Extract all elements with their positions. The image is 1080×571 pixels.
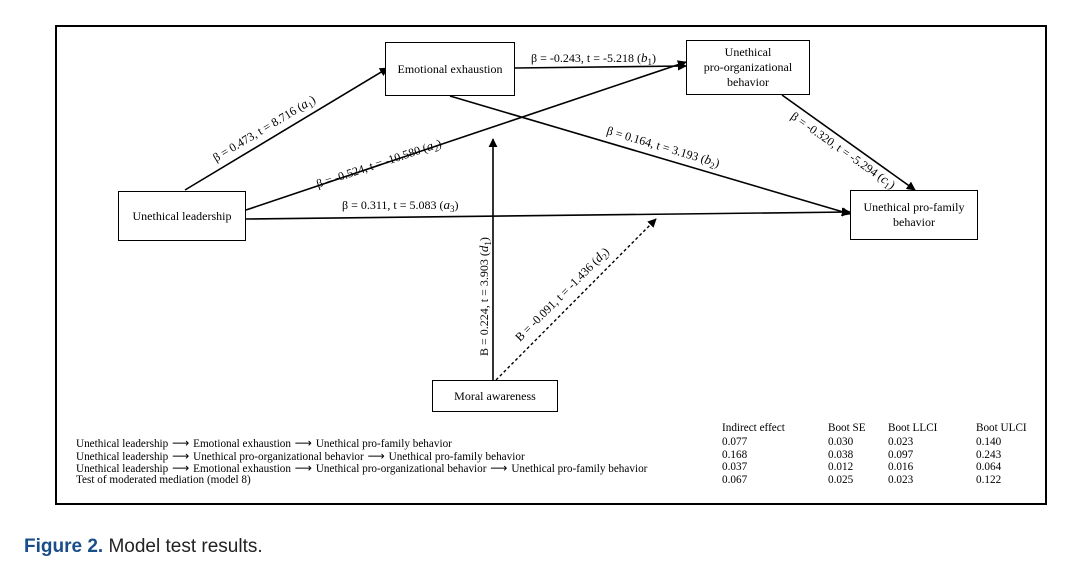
cell-boot-llci: 0.023 [888,436,914,448]
path-diagram: β = 0.473, t = 8.716 (a1) β = -0.524, t … [184,50,916,381]
header-boot-se: Boot SE [828,422,866,434]
path-arrow: ⟶ [290,461,316,475]
caption-label: Figure 2. [24,536,104,557]
cell-boot-ulci: 0.122 [976,473,1002,486]
node-label: Moral awareness [454,388,536,403]
path-arrow: ⟶ [290,436,316,450]
label-a1: β = 0.473, t = 8.716 (a1) [210,91,319,166]
header-boot-ulci: Boot ULCI [976,422,1027,434]
table-row: Unethical leadership ⟶ Emotional exhaust… [76,461,1036,475]
arrow-b2 [449,95,851,217]
node-moral-awareness: Moral awareness [432,380,558,412]
node-emotional-exhaustion: Emotional exhaustion [385,42,515,96]
path-arrow: ⟶ [486,461,512,475]
node-unethical-leadership: Unethical leadership [118,191,246,241]
row-path: Unethical leadership ⟶ Emotional exhaust… [76,461,648,475]
arrow-c1 [781,94,916,191]
label-c1: β = -0.320, t = -5.294 (c1) [787,108,899,193]
path-arrow: ⟶ [168,461,194,475]
row-path: Unethical leadership ⟶ Emotional exhaust… [76,436,452,450]
table-row: Unethical leadership ⟶ Unethical pro-org… [76,449,1036,463]
cell-boot-ulci: 0.064 [976,461,1002,473]
row-path: Unethical leadership ⟶ Unethical pro-org… [76,448,525,463]
cell-boot-llci: 0.016 [888,461,914,473]
path-arrow: ⟶ [363,448,389,463]
cell-boot-se: 0.012 [828,461,854,473]
cell-indirect-effect: 0.168 [722,448,748,461]
cell-indirect-effect: 0.077 [722,436,748,448]
header-indirect-effect: Indirect effect [722,422,785,434]
node-unethical-pro-family-behavior: Unethical pro-family behavior [850,190,978,240]
node-label: Emotional exhaustion [397,61,503,76]
label-d2: B = -0.091, t = -1.436 (d2) [512,244,614,346]
figure-frame [55,25,1047,505]
label-b1: β = -0.243, t = -5.218 (b1) [531,50,656,67]
cell-boot-se: 0.038 [828,448,854,461]
cell-boot-ulci: 0.243 [976,448,1002,461]
cell-indirect-effect: 0.037 [722,461,748,473]
cell-boot-se: 0.025 [828,473,854,486]
node-unethical-pro-organizational-behavior: Unethical pro-organizational behavior [686,40,810,95]
arrow-a3 [245,207,851,220]
cell-boot-llci: 0.097 [888,448,914,461]
arrow-d2 [495,218,657,381]
row-path: Test of moderated mediation (model 8) [76,473,251,486]
path-arrow: ⟶ [168,436,194,450]
node-label: Unethical leadership [132,208,232,223]
node-label: Unethical pro-organizational behavior [703,45,793,89]
cell-boot-se: 0.030 [828,436,854,448]
path-arrow: ⟶ [168,448,194,463]
figure-caption: Figure 2. Model test results. [24,536,263,558]
arrow-a1 [184,67,389,191]
arrow-b1 [514,61,687,71]
table-row: Test of moderated mediation (model 8) 0.0… [76,474,1036,488]
node-label: Unethical pro-family behavior [863,200,965,229]
label-a2: β = -0.524, t = -10.580 (a2) [314,135,444,193]
header-boot-llci: Boot LLCI [888,422,938,434]
caption-text: Model test results. [103,536,263,557]
cell-indirect-effect: 0.067 [722,473,748,486]
cell-boot-llci: 0.023 [888,473,914,486]
label-a3: β = 0.311, t = 5.083 (a3) [342,197,459,214]
label-d1: B = 0.224, t = 3.903 (d1) [476,237,493,356]
cell-boot-ulci: 0.140 [976,436,1002,448]
table-row: Unethical leadership ⟶ Emotional exhaust… [76,436,1036,450]
arrow-a2 [245,60,687,211]
